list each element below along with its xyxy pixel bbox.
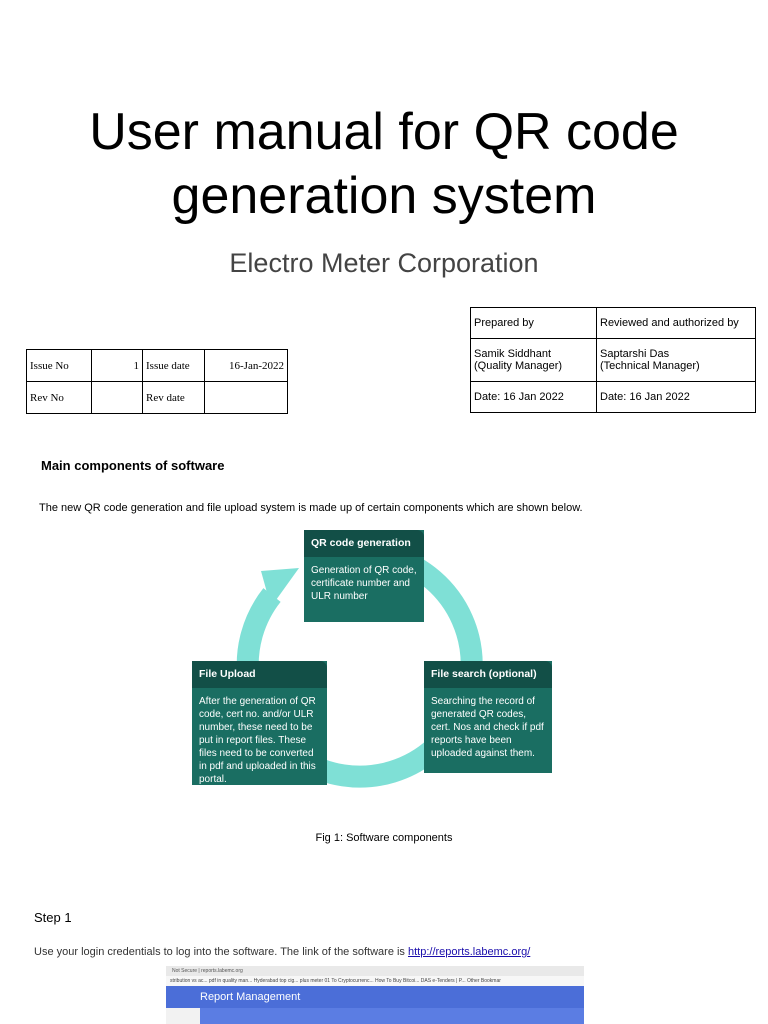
- rev-date-label: Rev date: [142, 381, 205, 414]
- address-bar: Not Secure | reports.labemc.org: [166, 966, 584, 976]
- software-link[interactable]: http://reports.labemc.org/: [408, 946, 531, 958]
- file-upload-title: File Upload: [192, 661, 327, 688]
- rev-date-value: [204, 381, 288, 414]
- qr-generation-box: QR code generation Generation of QR code…: [304, 530, 424, 622]
- rev-row: Rev No Rev date: [26, 381, 288, 414]
- file-upload-box: File Upload After the generation of QR c…: [192, 661, 327, 785]
- preparer-role: (Quality Manager): [474, 360, 563, 372]
- file-search-title: File search (optional): [424, 661, 552, 688]
- figure-caption: Fig 1: Software components: [315, 832, 453, 844]
- issue-table: Issue No 1 Issue date 16-Jan-2022 Rev No…: [26, 349, 288, 414]
- approval-table: Prepared by Reviewed and authorized by S…: [470, 307, 756, 413]
- issue-no-label: Issue No: [26, 349, 92, 382]
- intro-paragraph: The new QR code generation and file uplo…: [39, 502, 583, 514]
- issue-row: Issue No 1 Issue date 16-Jan-2022: [26, 349, 288, 382]
- bookmarks-bar: stribution vs ac... pdf in quality man..…: [166, 976, 584, 986]
- preparer-cell: Samik Siddhant(Quality Manager): [470, 338, 597, 382]
- cycle-arrowhead: [261, 568, 299, 607]
- issue-date-value: 16-Jan-2022: [204, 349, 288, 382]
- issue-no-value: 1: [91, 349, 143, 382]
- qr-generation-title: QR code generation: [304, 530, 424, 557]
- approval-dates-row: Date: 16 Jan 2022 Date: 16 Jan 2022: [470, 381, 756, 413]
- approval-header-row: Prepared by Reviewed and authorized by: [470, 307, 756, 339]
- browser-screenshot: Not Secure | reports.labemc.org stributi…: [166, 966, 584, 1024]
- rev-no-value: [91, 381, 143, 414]
- qr-generation-text: Generation of QR code, certificate numbe…: [311, 565, 417, 602]
- prepared-date: Date: 16 Jan 2022: [470, 381, 597, 413]
- step-heading: Step 1: [34, 910, 72, 925]
- app-content-band: [200, 1008, 584, 1024]
- reviewer-role: (Technical Manager): [600, 360, 700, 372]
- file-upload-text: After the generation of QR code, cert no…: [199, 696, 316, 785]
- login-text: Use your login credentials to log into t…: [34, 946, 408, 958]
- app-title-bar: Report Management: [166, 986, 584, 1008]
- reviewer-cell: Saptarshi Das(Technical Manager): [596, 338, 756, 382]
- rev-no-label: Rev No: [26, 381, 92, 414]
- login-instruction: Use your login credentials to log into t…: [34, 946, 530, 958]
- file-search-box: File search (optional) Searching the rec…: [424, 661, 552, 773]
- reviewer-name: Saptarshi Das: [600, 348, 670, 360]
- reviewed-date: Date: 16 Jan 2022: [596, 381, 756, 413]
- document-title: User manual for QR code generation syste…: [89, 103, 679, 225]
- prepared-by-label: Prepared by: [470, 307, 597, 339]
- section-heading: Main components of software: [41, 458, 225, 473]
- company-name: Electro Meter Corporation: [229, 248, 539, 278]
- file-search-text: Searching the record of generated QR cod…: [431, 696, 544, 759]
- preparer-name: Samik Siddhant: [474, 348, 552, 360]
- issue-date-label: Issue date: [142, 349, 205, 382]
- reviewed-label: Reviewed and authorized by: [596, 307, 756, 339]
- approval-names-row: Samik Siddhant(Quality Manager) Saptarsh…: [470, 338, 756, 382]
